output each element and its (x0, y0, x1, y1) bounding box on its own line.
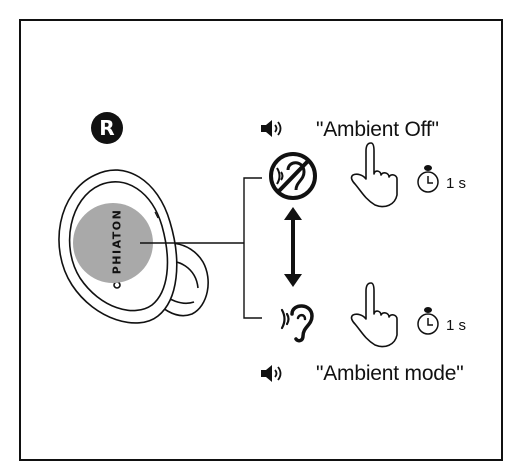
ambient-off-label: "Ambient Off" (316, 118, 439, 141)
ambient-mode-label: "Ambient mode" (316, 362, 464, 385)
stopwatch-icon (417, 307, 439, 335)
double-arrow-icon (284, 207, 302, 287)
touch-pad (73, 203, 153, 283)
hold-duration-off: 1 s (446, 175, 467, 192)
right-side-badge: R (91, 112, 123, 144)
speaker-icon (261, 365, 282, 382)
ambient-off-icon (269, 152, 317, 200)
bracket-connector (140, 177, 262, 319)
brand-logo-text: PHIATON (110, 208, 124, 275)
hold-duration-mode: 1 s (446, 317, 467, 334)
speaker-icon (261, 120, 282, 137)
stopwatch-icon (417, 165, 439, 193)
finger-press-icon (350, 282, 398, 348)
finger-press-icon (350, 142, 398, 208)
ambient-mode-icon (280, 304, 314, 343)
